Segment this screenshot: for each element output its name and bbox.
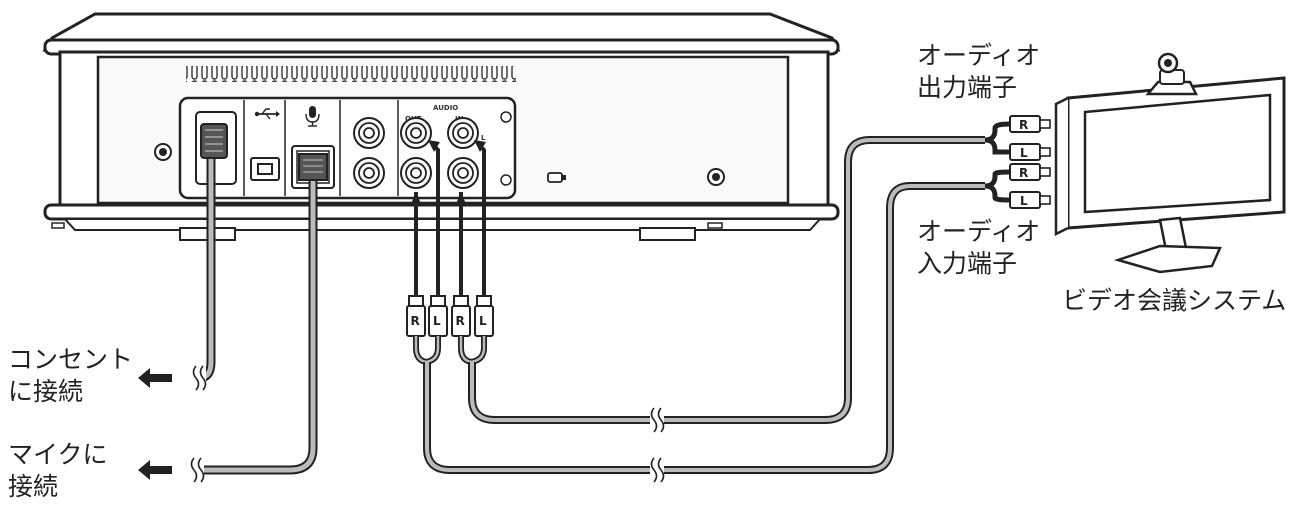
webcam-icon xyxy=(1145,52,1199,96)
plug-out-r-letter: R xyxy=(411,314,420,328)
video-conference-monitor xyxy=(1054,52,1286,274)
audio-in-line2: 入力端子 xyxy=(917,249,1018,278)
device-foot-tab-left xyxy=(51,222,65,229)
break-mark-icon xyxy=(650,457,665,483)
audio-in-jack-bottom xyxy=(447,157,479,189)
screw-left xyxy=(154,143,172,161)
rca-leads-to-device xyxy=(411,140,486,300)
audio-output-terminal-label: オーディオ 出力端子 xyxy=(917,40,1040,104)
security-slot-notch xyxy=(561,175,566,180)
vent-slots xyxy=(186,66,516,82)
device-foot-right xyxy=(639,227,696,241)
audio-out-line1: オーディオ xyxy=(917,41,1041,70)
break-mark-icon xyxy=(192,365,207,391)
plug-in-l-letter: L xyxy=(479,314,487,328)
arrow-left-icon xyxy=(138,460,172,480)
mic-cable xyxy=(200,153,328,475)
usb-port xyxy=(250,157,280,181)
video-system-text: ビデオ会議システム xyxy=(1062,286,1287,315)
audio-input-terminal-label: オーディオ 入力端子 xyxy=(917,216,1040,280)
outlet-connect-label: コンセント に接続 xyxy=(8,344,133,408)
monitor-in-r-letter: R xyxy=(1019,166,1028,180)
break-mark-icon xyxy=(650,407,665,433)
plug-in-r-letter: R xyxy=(456,314,465,328)
panel-screw-top xyxy=(500,111,512,123)
speakerphone-device: AUDIO OUT IN L xyxy=(42,12,841,241)
panel-screw-bottom xyxy=(500,174,512,186)
device-base xyxy=(62,218,823,231)
mic-connect-label: マイクに 接続 xyxy=(8,439,108,503)
rca-plug-out-r: R xyxy=(406,295,426,337)
monitor-in-l-letter: L xyxy=(1020,194,1028,208)
monitor-out-l-letter: L xyxy=(1020,146,1028,160)
mic-line1: マイクに xyxy=(8,440,108,469)
outlet-line1: コンセント xyxy=(8,345,134,374)
monitor-screen xyxy=(1083,93,1272,214)
audio-out-jack-bottom xyxy=(400,157,432,189)
usb-icon xyxy=(254,108,280,120)
speaker-jack-top xyxy=(353,117,385,149)
rca-split-audio-out: R L xyxy=(984,115,1051,161)
audio-out-jack-top xyxy=(400,117,432,149)
screw-right xyxy=(707,168,725,186)
rca-cable-out xyxy=(413,182,985,474)
plug-out-l-letter: L xyxy=(433,314,441,328)
audio-label: AUDIO xyxy=(433,104,458,112)
rca-plug-in-r: R xyxy=(451,295,471,337)
arrow-left-icon xyxy=(138,368,172,388)
device-foot-tab-right xyxy=(707,222,723,229)
outlet-line2: に接続 xyxy=(8,377,84,406)
mic-line2: 接続 xyxy=(8,472,59,501)
device-bottom-rim xyxy=(43,203,840,221)
rca-cable-in xyxy=(458,136,985,424)
video-conference-system-label: ビデオ会議システム xyxy=(1062,285,1286,317)
monitor-out-r-letter: R xyxy=(1019,118,1028,132)
monitor-base xyxy=(1113,244,1222,274)
microphone-icon xyxy=(305,106,320,127)
rca-plug-in-l: L xyxy=(474,295,494,337)
break-mark-icon xyxy=(190,457,205,483)
audio-out-line2: 出力端子 xyxy=(917,73,1018,102)
rca-split-audio-in: R L xyxy=(984,163,1051,209)
security-slot xyxy=(547,172,563,183)
speaker-jack-bottom xyxy=(353,157,385,189)
audio-in-jack-top xyxy=(447,117,479,149)
audio-l-mark: L xyxy=(481,134,486,142)
monitor-side xyxy=(1054,96,1069,237)
rca-plug-out-l: L xyxy=(428,295,448,337)
audio-in-line1: オーディオ xyxy=(917,217,1041,246)
